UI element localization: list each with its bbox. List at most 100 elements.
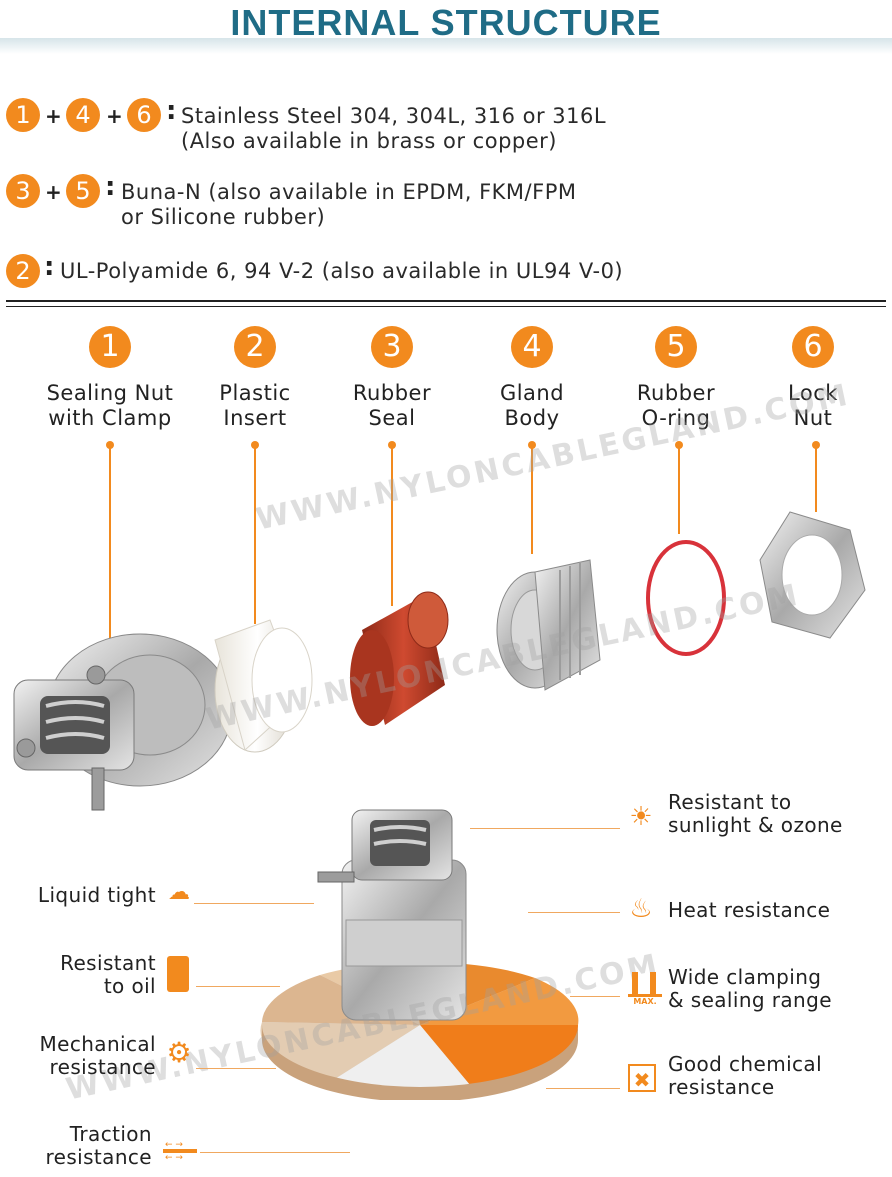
feature-mechanical-resistance: Mechanical resistance bbox=[0, 1033, 156, 1079]
rubber-seal-shape bbox=[350, 591, 449, 726]
part-name-line: Sealing Nut bbox=[46, 381, 174, 405]
material-badge-1: 1 bbox=[6, 98, 40, 132]
o-ring-shape bbox=[646, 540, 726, 656]
plus-sign: + bbox=[106, 104, 123, 128]
gland-body-shape bbox=[496, 559, 601, 691]
part-name-line: O-ring bbox=[641, 406, 711, 430]
feature-text: Wide clamping bbox=[668, 965, 822, 989]
leader-dot-3 bbox=[388, 441, 396, 449]
section-divider bbox=[6, 300, 886, 302]
material-badge-4: 4 bbox=[66, 98, 100, 132]
exploded-parts-illustration bbox=[13, 511, 866, 811]
feature-text: Resistant bbox=[60, 951, 156, 975]
section-divider-thin bbox=[6, 306, 886, 307]
colon: : bbox=[105, 172, 116, 202]
feature-text: to oil bbox=[103, 974, 156, 998]
feature-text: resistance bbox=[668, 1075, 775, 1099]
part-name-sealing-nut: Sealing Nut with Clamp bbox=[0, 381, 220, 431]
leader-dot-4 bbox=[528, 441, 536, 449]
feature-text: Good chemical bbox=[668, 1052, 823, 1076]
feature-leader bbox=[196, 1068, 276, 1069]
part-badge-4: 4 bbox=[511, 326, 553, 368]
feature-text: Liquid tight bbox=[37, 883, 156, 907]
feature-text: resistance bbox=[45, 1145, 152, 1169]
material-rubber-line1: Buna-N (also available in EPDM, FKM/FPM bbox=[121, 180, 577, 204]
feature-chemical-resistance: Good chemical resistance bbox=[668, 1053, 822, 1099]
material-badge-3: 3 bbox=[6, 174, 40, 208]
material-rubber-line2: or Silicone rubber) bbox=[121, 205, 326, 229]
leader-dot-1 bbox=[106, 441, 114, 449]
part-name-line: Nut bbox=[793, 406, 833, 430]
part-name-line: Lock bbox=[788, 381, 838, 405]
gear-wrench-icon: ⚙ bbox=[166, 1036, 192, 1069]
feature-leader bbox=[196, 986, 280, 987]
part-name-line: Body bbox=[504, 406, 560, 430]
plastic-insert-shape bbox=[214, 619, 313, 753]
feature-leader bbox=[194, 903, 314, 904]
max-label: MAX. bbox=[633, 997, 657, 1006]
flame-icon: ♨ bbox=[629, 894, 653, 924]
feature-sunlight-ozone: Resistant to sunlight & ozone bbox=[668, 791, 843, 837]
part-name-plastic-insert: Plastic Insert bbox=[195, 381, 315, 431]
page-title: INTERNAL STRUCTURE bbox=[230, 2, 662, 43]
part-name-rubber-seal: Rubber Seal bbox=[332, 381, 452, 431]
leader-line-1 bbox=[109, 446, 111, 638]
material-badge-6: 6 bbox=[127, 98, 161, 132]
plus-sign: + bbox=[45, 180, 62, 204]
part-name-rubber-oring: Rubber O-ring bbox=[606, 381, 746, 431]
part-name-line: with Clamp bbox=[48, 406, 172, 430]
uv-sun-icon: ☀ bbox=[629, 802, 653, 832]
feature-text: Traction bbox=[69, 1122, 152, 1146]
part-badge-3: 3 bbox=[371, 326, 413, 368]
oil-barrel-icon bbox=[167, 956, 189, 992]
material-polyamide-line1: UL-Polyamide 6, 94 V-2 (also available i… bbox=[60, 259, 624, 283]
feature-resistant-to-oil: Resistant to oil bbox=[0, 952, 156, 998]
feature-text: & sealing range bbox=[668, 988, 832, 1012]
part-name-line: Gland bbox=[499, 381, 565, 405]
material-steel-line1: Stainless Steel 304, 304L, 316 or 316L bbox=[181, 104, 607, 128]
material-badge-2: 2 bbox=[6, 254, 40, 288]
leader-line-4 bbox=[531, 446, 533, 554]
feature-clamping-range: Wide clamping & sealing range bbox=[668, 966, 832, 1012]
feature-leader bbox=[200, 1152, 350, 1153]
leader-line-3 bbox=[391, 446, 393, 606]
part-badge-1: 1 bbox=[89, 326, 131, 368]
leader-line-6 bbox=[815, 446, 817, 512]
feature-leader bbox=[528, 912, 620, 913]
feature-text: resistance bbox=[49, 1055, 156, 1079]
part-badge-5: 5 bbox=[655, 326, 697, 368]
part-name-line: Plastic bbox=[219, 381, 291, 405]
feature-leader bbox=[470, 828, 620, 829]
lock-nut-shape bbox=[759, 511, 866, 639]
sealing-nut-shape bbox=[13, 633, 233, 811]
feature-traction-resistance: Traction resistance bbox=[0, 1123, 152, 1169]
part-badge-6: 6 bbox=[792, 326, 834, 368]
feature-liquid-tight: Liquid tight bbox=[0, 884, 156, 907]
part-name-line: Insert bbox=[223, 406, 287, 430]
assembled-gland-illustration bbox=[260, 809, 579, 1100]
chemical-x-icon: ✖ bbox=[628, 1064, 656, 1092]
feature-text: Heat resistance bbox=[668, 898, 831, 922]
leader-dot-6 bbox=[812, 441, 820, 449]
leader-line-5 bbox=[678, 446, 680, 534]
title-reflection bbox=[0, 38, 892, 54]
leader-dot-2 bbox=[251, 441, 259, 449]
colon: : bbox=[44, 252, 55, 282]
leader-dot-5 bbox=[675, 441, 683, 449]
droplet-cloud-icon: ☁ bbox=[168, 880, 190, 905]
colon: : bbox=[166, 96, 177, 126]
feature-text: Resistant to bbox=[668, 790, 792, 814]
part-name-line: Rubber bbox=[636, 381, 716, 405]
part-name-line: Seal bbox=[368, 406, 416, 430]
feature-leader bbox=[570, 996, 620, 997]
part-name-line: Rubber bbox=[352, 381, 432, 405]
material-steel-line2: (Also available in brass or copper) bbox=[181, 129, 557, 153]
plus-sign: + bbox=[45, 104, 62, 128]
part-badge-2: 2 bbox=[234, 326, 276, 368]
feature-leader bbox=[546, 1088, 620, 1089]
feature-heat-resistance: Heat resistance bbox=[668, 899, 830, 922]
material-badge-5: 5 bbox=[66, 174, 100, 208]
feature-text: Mechanical bbox=[39, 1032, 156, 1056]
feature-text: sunlight & ozone bbox=[668, 813, 843, 837]
leader-line-2 bbox=[254, 446, 256, 624]
